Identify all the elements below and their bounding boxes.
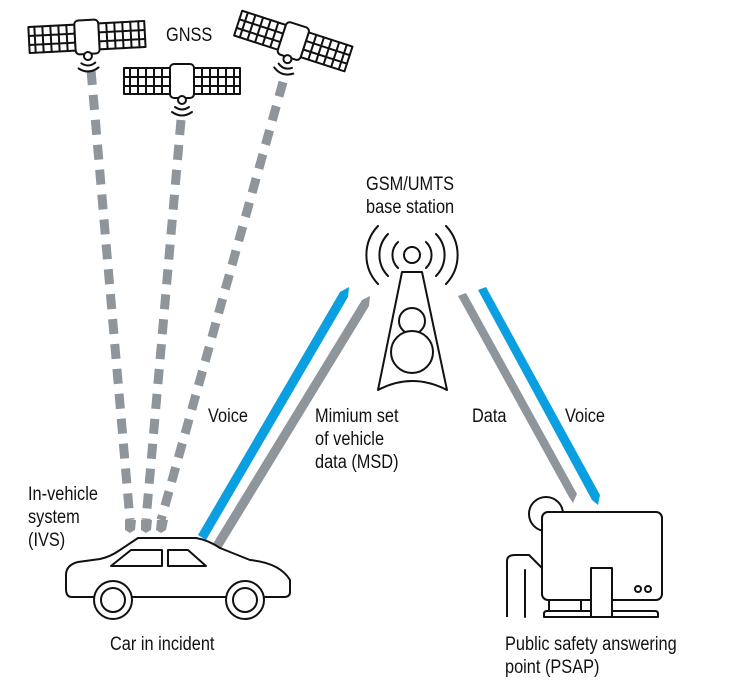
voice-link-car <box>198 287 349 540</box>
gnss-link-1 <box>86 69 135 521</box>
voice-car-label: Voice <box>208 406 248 427</box>
car-label: Car in incident <box>110 634 215 655</box>
data-link-psap <box>458 293 577 503</box>
msd-link-car <box>211 296 370 552</box>
ivs-label: In-vehicle system (IVS) <box>28 484 98 551</box>
cell-tower-icon <box>365 225 459 391</box>
gnss-link-2 <box>141 119 186 521</box>
gnss-label: GNSS <box>166 25 213 46</box>
base-station-label: GSM/UMTS base station <box>366 174 455 218</box>
data-psap-label: Data <box>472 406 507 427</box>
gnss-link-3 <box>156 80 288 522</box>
operator-workstation-icon <box>506 496 663 618</box>
car-icon <box>65 537 291 620</box>
msd-label: Mimium set of vehicle data (MSD) <box>315 406 399 473</box>
voice-link-psap <box>478 287 600 505</box>
satellite-icon <box>226 5 355 93</box>
satellite-icon <box>123 63 241 117</box>
satellite-icon <box>27 15 148 76</box>
gnss-arrowheads <box>125 520 168 533</box>
voice-psap-label: Voice <box>565 406 605 427</box>
psap-label: Public safety answering point (PSAP) <box>505 634 677 678</box>
